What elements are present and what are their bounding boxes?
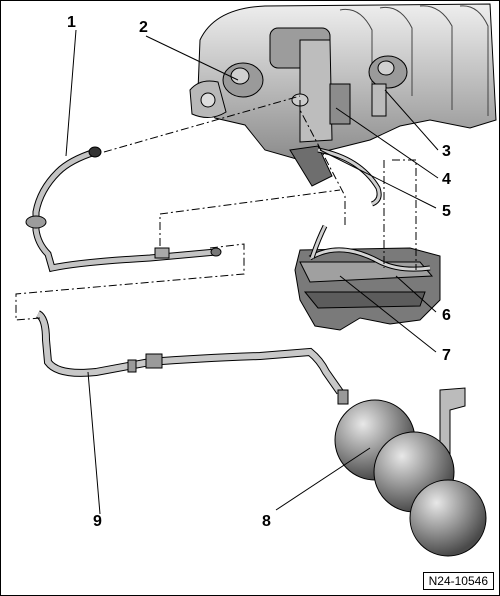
hose-1: [25, 146, 222, 273]
connection-lines: [15, 95, 417, 321]
callout-8: 8: [262, 513, 271, 530]
hose-9: [35, 310, 344, 395]
callout-1: 1: [67, 14, 76, 31]
leader-lines: [65, 29, 439, 515]
callout-2: 2: [139, 19, 148, 36]
figure-reference: N24-10546: [422, 572, 494, 590]
valve-2: [189, 62, 264, 118]
bracket-6: [294, 247, 441, 331]
callout-3: 3: [442, 143, 451, 160]
valve-3: [368, 55, 408, 117]
callout-5: 5: [442, 203, 451, 220]
canister-8: [334, 387, 487, 557]
callout-7: 7: [442, 347, 451, 364]
callout-6: 6: [442, 307, 451, 324]
callout-9: 9: [93, 513, 102, 530]
callout-4: 4: [442, 171, 451, 188]
